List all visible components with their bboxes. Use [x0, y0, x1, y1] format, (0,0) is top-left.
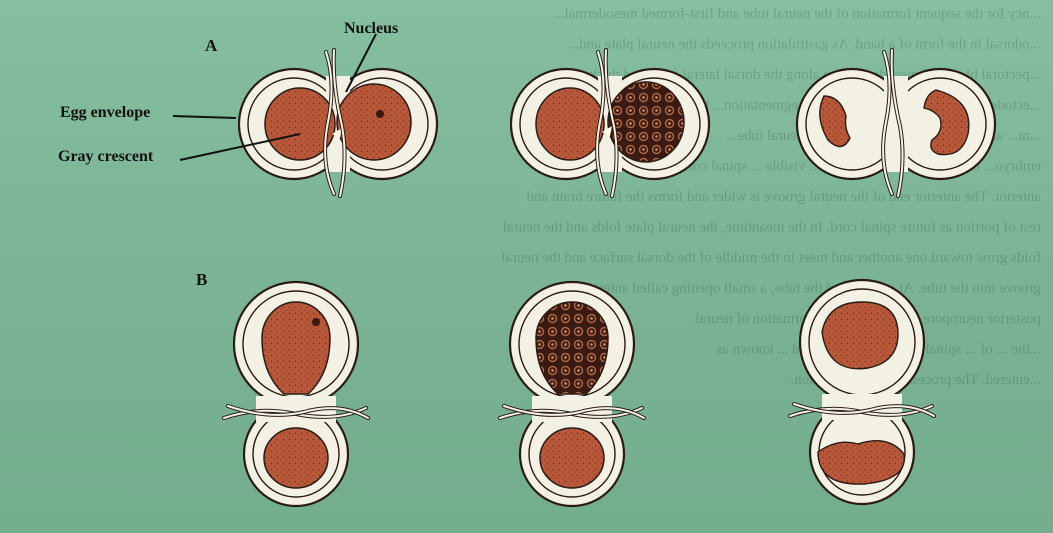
egg-pair-b-2 [500, 282, 644, 506]
half-embryo-bottom [264, 428, 328, 488]
nucleus-dot [376, 110, 384, 118]
half-embryo-left [536, 88, 604, 160]
egg-pair-b-1 [224, 282, 368, 506]
panel-a-label: A [205, 36, 217, 56]
egg-pair-a-1 [239, 50, 437, 196]
embryo-icon [822, 302, 898, 369]
gray-crescent-label: Gray crescent [58, 148, 153, 166]
egg-pair-a-3 [797, 50, 995, 196]
half-embryo-bottom [540, 428, 604, 488]
nucleus-label: Nucleus [344, 20, 398, 38]
panel-b-label: B [196, 270, 207, 290]
embryo-icon [818, 441, 904, 484]
egg-pair-a-2 [511, 50, 709, 196]
cleaving-embryo-right [608, 82, 684, 162]
half-embryo-top [262, 302, 330, 394]
egg-pair-b-3 [790, 280, 934, 504]
egg-envelope-leader-line [173, 116, 236, 118]
egg-envelope-label: Egg envelope [60, 104, 150, 122]
cleaving-embryo-top [536, 302, 608, 394]
half-embryo-right [337, 84, 411, 160]
nucleus-dot [312, 318, 320, 326]
